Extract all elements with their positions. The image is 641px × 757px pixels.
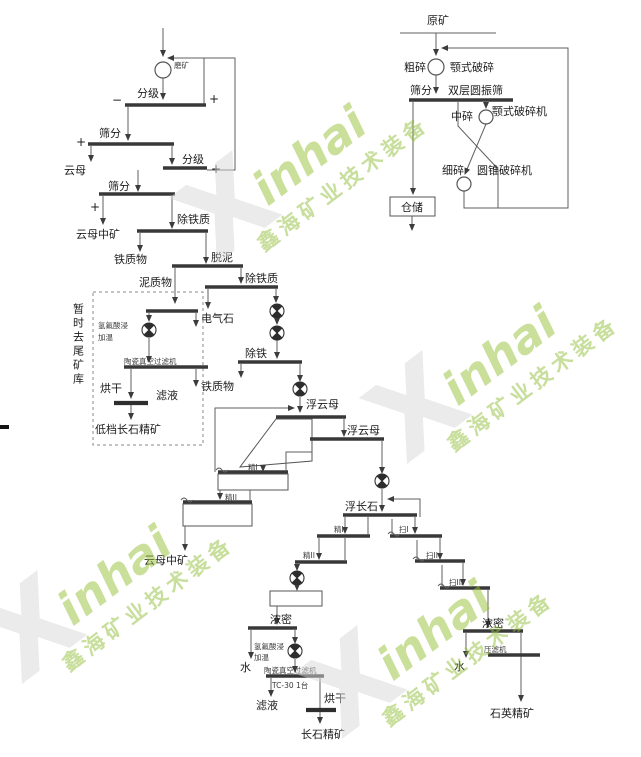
label-thickening-2: 浓密 xyxy=(482,616,504,630)
label-screening-2: 筛分 xyxy=(108,179,130,193)
tailings-flow-lines xyxy=(114,309,208,420)
sign-plus-4: + xyxy=(90,200,100,214)
label-feldspar-concentrate: 长石精矿 xyxy=(301,728,345,741)
label-float-mica-2: 浮云母 xyxy=(347,424,380,437)
label-desliming: 脱泥 xyxy=(211,250,233,264)
label-jaw-crusher: 颚式破碎机 xyxy=(492,104,547,118)
watermark-x-icon: X xyxy=(343,331,490,487)
label-double-deck-screen: 双层圆振筛 xyxy=(448,83,503,97)
label-iron-matter-2: 铁质物 xyxy=(201,379,234,393)
watermark-2: X inhai 鑫海矿业技术装备 xyxy=(343,295,623,487)
label-iron-matter-1: 铁质物 xyxy=(114,252,147,266)
label-side-note: 暂时去尾矿库 xyxy=(72,303,85,387)
label-water-2: 水 xyxy=(454,660,465,673)
label-scavenger-2: 扫II xyxy=(426,550,438,560)
cone-crusher-icon xyxy=(456,176,472,192)
label-water-1: 水 xyxy=(240,661,251,674)
label-scavenger-1: 扫I xyxy=(399,524,409,534)
feldspar-flow-lines xyxy=(248,489,540,724)
watermark-slogan: 鑫海矿业技术装备 xyxy=(252,112,433,257)
label-mica-cleaner-1: 精I xyxy=(248,462,258,472)
label-thickening-1: 浓密 xyxy=(270,612,292,626)
label-slimes: 泥质物 xyxy=(139,275,172,289)
sign-minus: − xyxy=(112,93,122,107)
label-heating-2: 加温 xyxy=(254,652,269,662)
mica-flotation-section: 浮云母 浮云母 精I 精II 云母中矿 xyxy=(144,398,385,567)
label-filtrate-1: 滤液 xyxy=(156,388,178,402)
tailings-box-section: 暂时去尾矿库 氢氟酸浸 加温 陶瓷真空过滤机 烘干 滤液 低档长石精矿 xyxy=(72,291,208,446)
label-iron-removal-2: 除铁质 xyxy=(245,271,278,285)
ball-mill-icon xyxy=(154,61,172,79)
storage-box xyxy=(389,196,436,217)
label-mica-middlings: 云母中矿 xyxy=(76,228,120,241)
agitator-icon-1 xyxy=(269,303,285,319)
label-fine-crushing: 细碎 xyxy=(442,163,464,177)
label-scavenger-3: 扫III xyxy=(449,577,463,587)
flotation-cell-icon-tailings xyxy=(141,322,157,338)
label-classifying-2: 分级 xyxy=(182,153,204,166)
label-low-grade-feldspar: 低档长石精矿 xyxy=(95,422,161,436)
label-filter-model: TC-30 1台 xyxy=(271,680,308,690)
agitator-icon-2 xyxy=(269,325,285,341)
label-feldspar-cleaner-1: 精I xyxy=(334,524,344,534)
label-feldspar-cleaner-2: 精II xyxy=(303,550,315,560)
label-ceramic-filter-2: 陶瓷真空过滤机 xyxy=(264,665,317,675)
sign-plus-2: + xyxy=(76,135,86,149)
agitator-icon-acid xyxy=(287,643,303,659)
mica-cell-bank-shape xyxy=(238,418,313,468)
label-drying-1: 烘干 xyxy=(100,381,122,395)
sign-plus-1: + xyxy=(209,92,219,106)
label-jaw-crushing: 颚式破碎 xyxy=(450,60,494,74)
label-cone-crusher: 圆锥破碎机 xyxy=(477,163,532,177)
conditioner-box xyxy=(269,590,323,607)
feldspar-section: 浮长石 精I 精II 扫I 扫II 扫III 浓密 水 氢氟酸浸 加温 陶瓷真空… xyxy=(240,473,540,741)
sign-plus-3: + xyxy=(211,162,221,176)
crushing-flow-lines xyxy=(400,32,569,231)
label-screening-1: 筛分 xyxy=(99,126,121,140)
watermark-brand: inhai xyxy=(47,515,183,636)
label-drying-2: 烘干 xyxy=(324,691,346,705)
label-acid-leach-1: 氢氟酸浸 xyxy=(98,320,128,330)
label-mica: 云母 xyxy=(64,164,86,177)
label-iron-removal-1: 除铁质 xyxy=(177,212,210,226)
label-classifying-1: 分级 xyxy=(137,87,159,100)
label-acid-leach-2: 氢氟酸浸 xyxy=(254,641,284,651)
mica-cleaner-2-box xyxy=(182,503,253,527)
label-filtrate-2: 滤液 xyxy=(256,698,278,712)
crushing-section: 原矿 粗碎 颚式破碎 筛分 双层圆振筛 中碎 颚式破碎机 细碎 圆锥破碎机 仓储 xyxy=(389,14,569,231)
mica-flow-lines xyxy=(180,405,385,551)
label-float-mica-1: 浮云母 xyxy=(306,398,339,411)
label-float-feldspar: 浮长石 xyxy=(345,500,378,513)
label-medium-crushing: 中碎 xyxy=(451,109,473,123)
label-quartz-concentrate: 石英精矿 xyxy=(490,706,534,720)
label-mica-middlings-2: 云母中矿 xyxy=(144,554,188,567)
watermark-3: X inhai 鑫海矿业技术装备 xyxy=(0,515,238,707)
label-ceramic-filter-1: 陶瓷真空过滤机 xyxy=(124,356,177,366)
label-crush-screening: 筛分 xyxy=(410,83,432,97)
grinding-flow-lines xyxy=(88,28,303,413)
label-coarse-crushing: 粗碎 xyxy=(404,60,426,74)
label-mica-cleaner-2: 精II xyxy=(225,492,237,502)
label-heating-1: 加温 xyxy=(98,332,113,342)
label-raw-ore: 原矿 xyxy=(427,14,449,27)
secondary-jaw-crusher-icon xyxy=(478,109,494,125)
watermark-brand: inhai xyxy=(432,295,568,416)
mica-cleaner-1-box xyxy=(217,473,289,491)
label-filter-press: 压滤机 xyxy=(484,644,507,654)
flotation-cell-icon-feldspar xyxy=(374,473,390,489)
label-storage: 仓储 xyxy=(401,200,423,214)
page-margin-tick xyxy=(0,425,9,429)
watermark-slogan: 鑫海矿业技术装备 xyxy=(442,312,623,457)
watermark-x-icon: X xyxy=(0,551,105,707)
label-mill: 磨矿 xyxy=(174,60,189,70)
watermark-brand: inhai xyxy=(242,95,378,216)
grinding-section: 磨矿 分级 − + 筛分 + 云母 分级 + 筛分 + 云母中矿 除铁质 铁质物… xyxy=(64,28,308,413)
label-iron-removal-3: 除铁 xyxy=(245,346,267,360)
label-tourmaline: 电气石 xyxy=(201,311,234,325)
primary-jaw-crusher-icon xyxy=(427,58,445,76)
agitator-icon-3 xyxy=(292,381,308,397)
agitator-icon-cleaner xyxy=(289,570,305,586)
